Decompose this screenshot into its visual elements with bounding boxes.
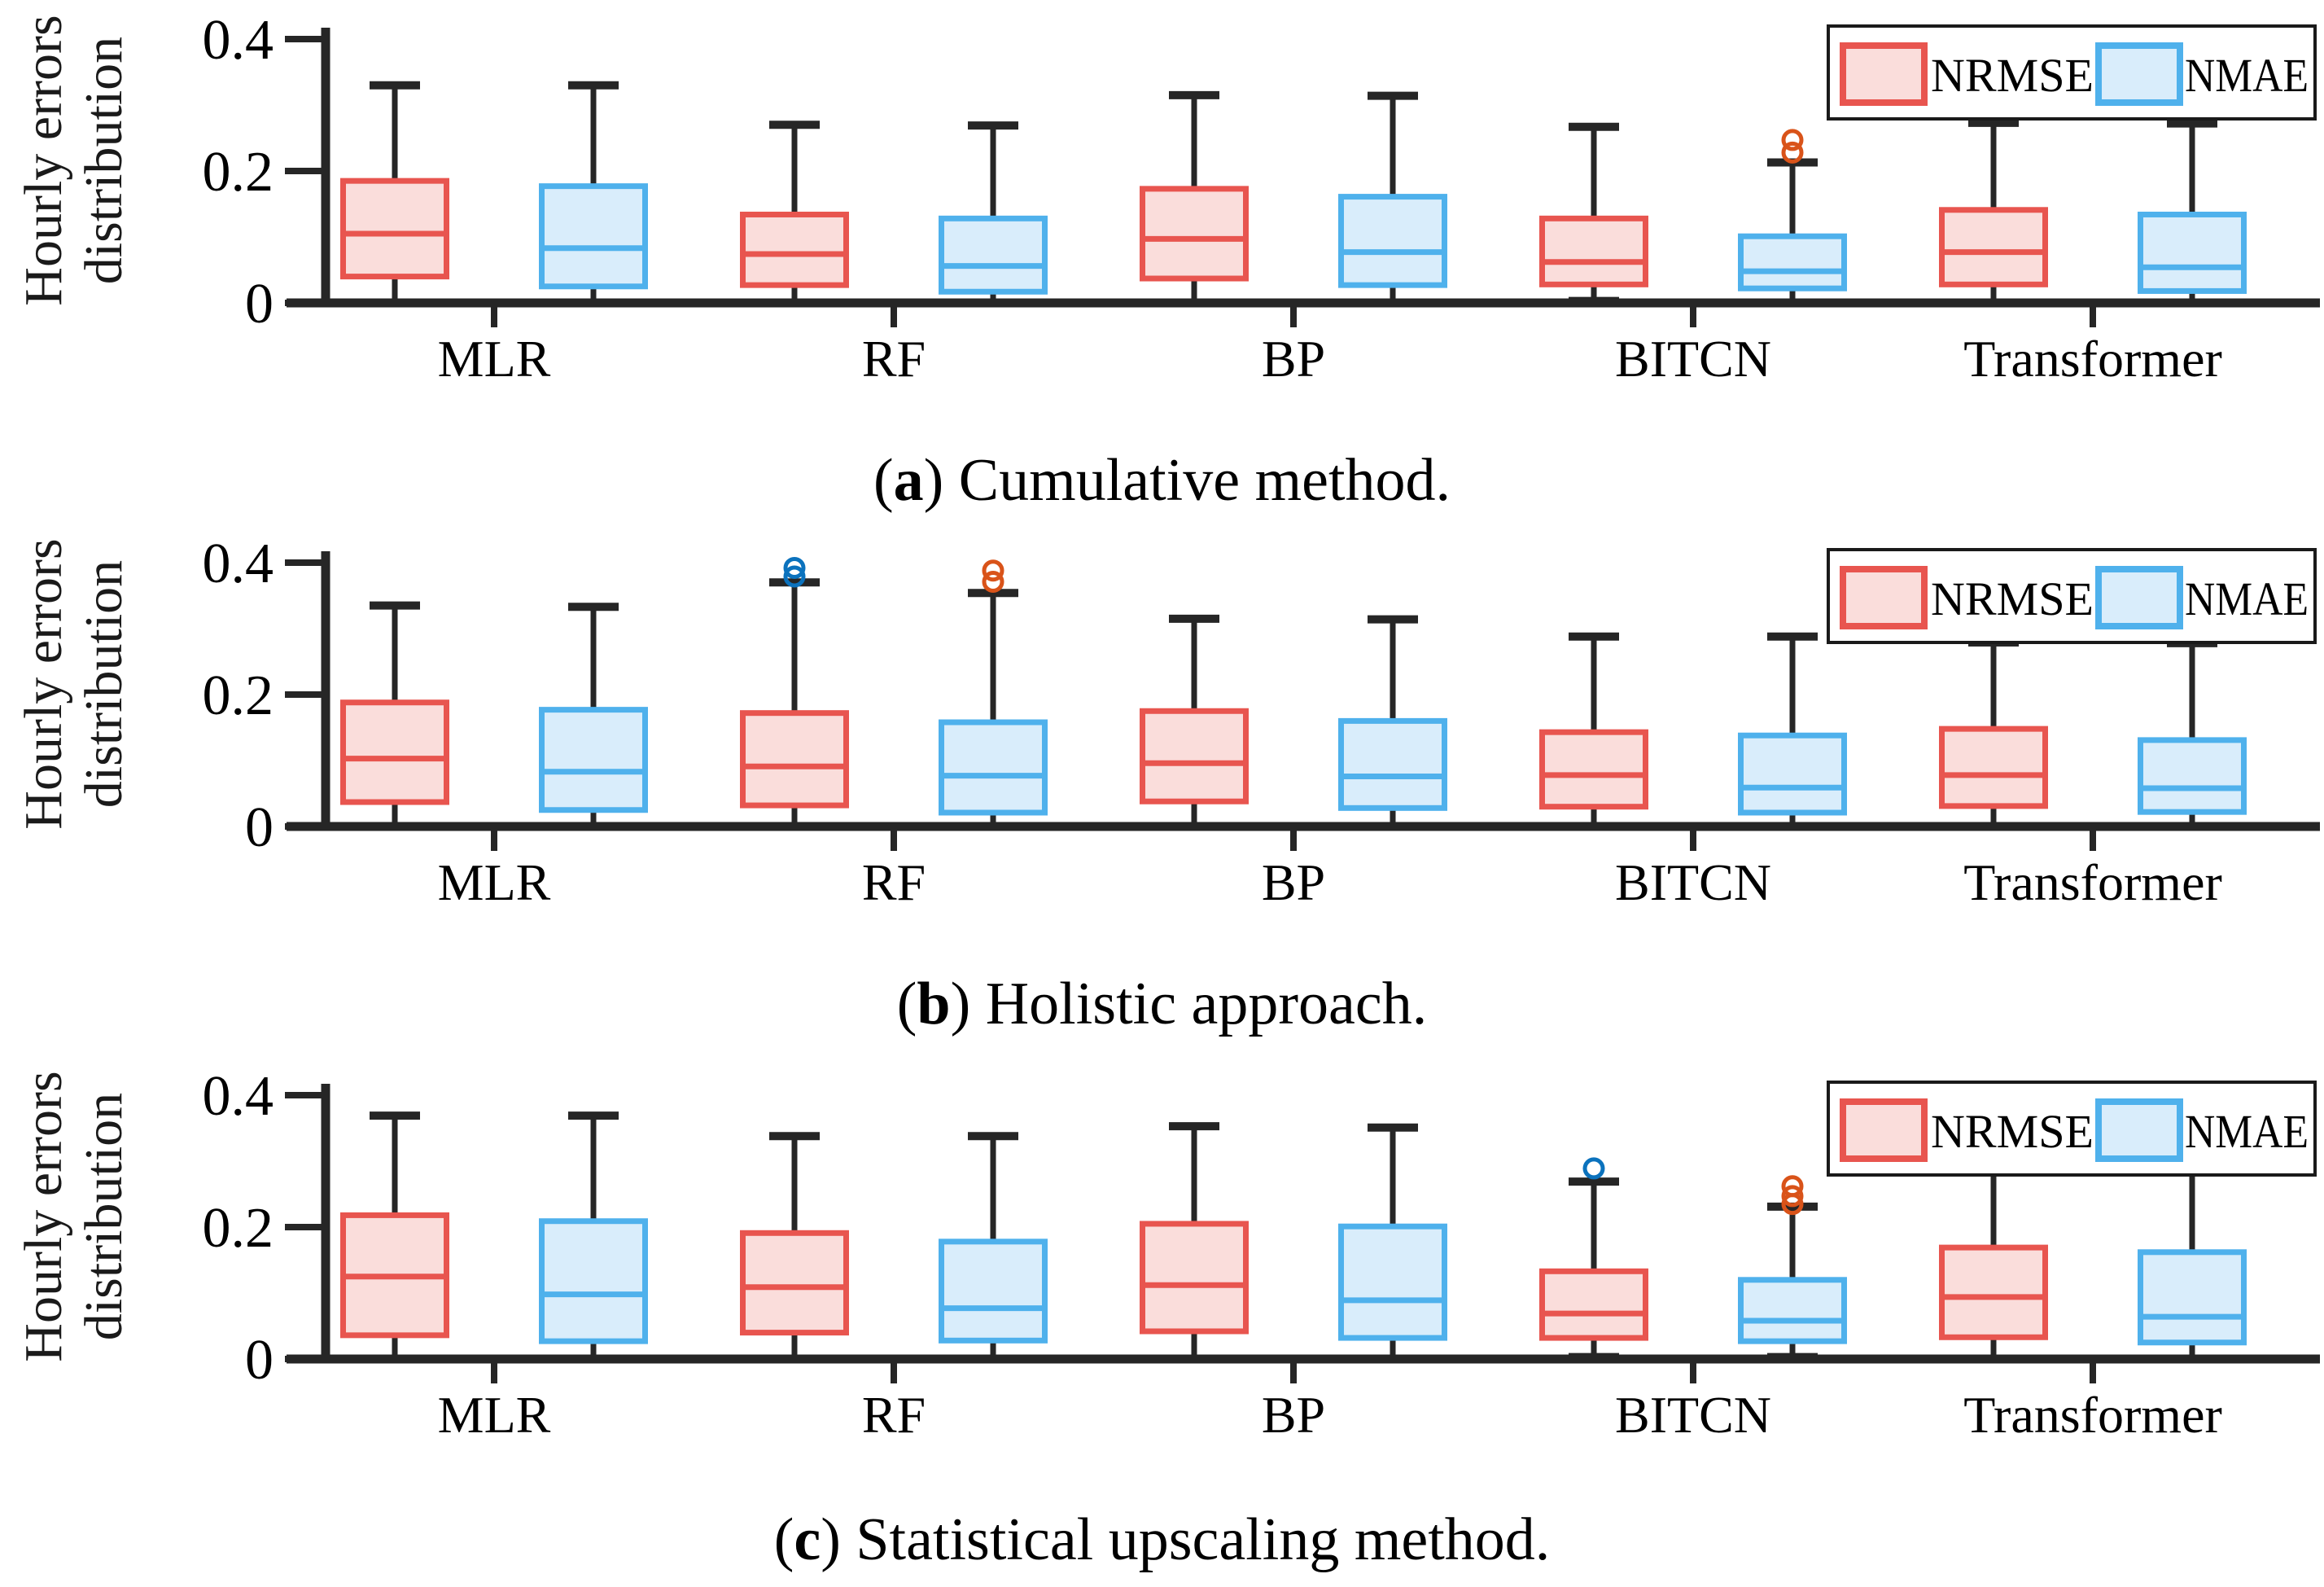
boxplot-box-nrmse bbox=[740, 211, 849, 288]
y-tick-label: 0.4 bbox=[203, 533, 274, 595]
boxplot-box-nmae bbox=[539, 1218, 648, 1344]
boxplot-box-nmae bbox=[1338, 1223, 1447, 1341]
boxplot-box-nrmse bbox=[340, 178, 449, 280]
legend-label-nmae: NMAE bbox=[2185, 49, 2309, 102]
boxplot-box-nrmse bbox=[740, 710, 849, 809]
boxplot-box-nrmse bbox=[1539, 215, 1648, 287]
boxplot-box-nmae bbox=[2138, 1249, 2247, 1346]
outlier-point bbox=[1781, 1185, 1804, 1208]
y-axis-label: Hourly errors distribution bbox=[14, 989, 136, 1445]
outlier-point bbox=[783, 565, 806, 588]
x-tick-label: Transformer bbox=[1963, 853, 2222, 911]
boxplot-box-nmae bbox=[1738, 732, 1847, 816]
y-tick-label: 0.2 bbox=[203, 1197, 274, 1260]
caption-text: Cumulative method. bbox=[943, 447, 1451, 514]
boxplot-box-nmae bbox=[939, 215, 1048, 295]
legend-label-nrmse: NRMSE bbox=[1931, 1105, 2094, 1158]
outlier-point bbox=[982, 559, 1004, 582]
caption-paren-open: ( bbox=[873, 447, 894, 514]
y-axis-label-line1: Hourly errors bbox=[14, 1071, 73, 1362]
x-tick-label: BP bbox=[1262, 853, 1325, 911]
x-tick-label: BITCN bbox=[1615, 853, 1771, 911]
caption-paren-open: ( bbox=[896, 971, 917, 1037]
legend-label-nmae: NMAE bbox=[2185, 1105, 2309, 1158]
legend-swatch-nrmse bbox=[1840, 42, 1928, 106]
boxplot-box-nmae bbox=[539, 183, 648, 290]
boxplot-box-nmae bbox=[539, 707, 648, 813]
y-axis-label: Hourly errors distribution bbox=[14, 0, 136, 388]
outlier-point bbox=[1781, 129, 1804, 151]
y-tick-label: 0.4 bbox=[203, 9, 274, 72]
y-axis-label-line2: distribution bbox=[74, 1092, 133, 1341]
boxplot-box-nrmse bbox=[1539, 729, 1648, 810]
x-tick-label: RF bbox=[862, 853, 926, 911]
y-tick-label: 0 bbox=[245, 796, 274, 859]
x-tick-label: BITCN bbox=[1615, 330, 1771, 388]
y-tick-label: 0 bbox=[245, 273, 274, 335]
caption-paren-open: ( bbox=[773, 1506, 794, 1573]
boxplot-box-nrmse bbox=[1939, 207, 2048, 287]
caption-letter: b bbox=[917, 971, 951, 1037]
outlier-point bbox=[1781, 1193, 1804, 1216]
boxplot-box-nmae bbox=[1338, 717, 1447, 811]
boxplot-box-nrmse bbox=[1140, 708, 1249, 804]
boxplot-box-nrmse bbox=[1140, 1221, 1249, 1335]
legend-swatch-nmae bbox=[2095, 42, 2183, 106]
x-tick-label: MLR bbox=[438, 330, 551, 388]
x-tick-label: MLR bbox=[438, 1386, 551, 1444]
boxplot-box-nmae bbox=[2138, 737, 2247, 815]
outlier-point bbox=[982, 570, 1004, 593]
boxplot-box-nmae bbox=[1338, 194, 1447, 288]
outlier-point bbox=[783, 556, 806, 579]
y-tick-label: 0.2 bbox=[203, 141, 274, 204]
legend-label-nrmse: NRMSE bbox=[1931, 572, 2094, 625]
legend-label-nmae: NMAE bbox=[2185, 572, 2309, 625]
caption-paren-close: ) bbox=[821, 1506, 841, 1573]
caption-letter: c bbox=[794, 1506, 821, 1573]
x-tick-label: RF bbox=[862, 330, 926, 388]
x-tick-label: BP bbox=[1262, 1386, 1325, 1444]
caption-a: (a) Cumulative method. bbox=[0, 436, 2324, 525]
caption-b: (b) Holistic approach. bbox=[0, 959, 2324, 1049]
x-tick-label: BP bbox=[1262, 330, 1325, 388]
boxplot-box-nmae bbox=[2138, 211, 2247, 294]
x-tick-label: Transformer bbox=[1963, 1386, 2222, 1444]
boxplot-box-nrmse bbox=[1539, 1268, 1648, 1341]
boxplot-box-nmae bbox=[1738, 1277, 1847, 1344]
boxplot-box-nmae bbox=[1738, 233, 1847, 292]
y-tick-label: 0.4 bbox=[203, 1065, 274, 1128]
x-tick-label: RF bbox=[862, 1386, 926, 1444]
caption-c: (c) Statistical upscaling method. bbox=[0, 1495, 2324, 1585]
x-tick-label: MLR bbox=[438, 853, 551, 911]
caption-paren-close: ) bbox=[950, 971, 971, 1037]
x-tick-label: BITCN bbox=[1615, 1386, 1771, 1444]
boxplot-box-nmae bbox=[939, 719, 1048, 816]
legend-swatch-nmae bbox=[2095, 1098, 2183, 1162]
boxplot-box-nrmse bbox=[340, 699, 449, 805]
boxplot-box-nrmse bbox=[1939, 726, 2048, 809]
caption-text: Holistic approach. bbox=[970, 971, 1428, 1037]
y-tick-label: 0 bbox=[245, 1329, 274, 1392]
legend-swatch-nrmse bbox=[1840, 1098, 1928, 1162]
legend-label-nrmse: NRMSE bbox=[1931, 49, 2094, 102]
legend-swatch-nmae bbox=[2095, 566, 2183, 629]
boxplot-box-nmae bbox=[939, 1238, 1048, 1344]
caption-paren-close: ) bbox=[923, 447, 944, 514]
caption-letter: a bbox=[893, 447, 924, 514]
boxplot-box-nrmse bbox=[1939, 1244, 2048, 1340]
legend-swatch-nrmse bbox=[1840, 566, 1928, 629]
outlier-point bbox=[1582, 1157, 1605, 1180]
y-axis-label-line1: Hourly errors bbox=[14, 15, 73, 306]
boxplot-box-nrmse bbox=[1140, 186, 1249, 282]
y-axis-label-line2: distribution bbox=[74, 36, 133, 285]
outlier-point bbox=[1781, 141, 1804, 164]
x-tick-label: Transformer bbox=[1963, 330, 2222, 388]
y-tick-label: 0.2 bbox=[203, 664, 274, 727]
boxplot-box-nrmse bbox=[740, 1230, 849, 1336]
caption-text: Statistical upscaling method. bbox=[840, 1506, 1551, 1573]
